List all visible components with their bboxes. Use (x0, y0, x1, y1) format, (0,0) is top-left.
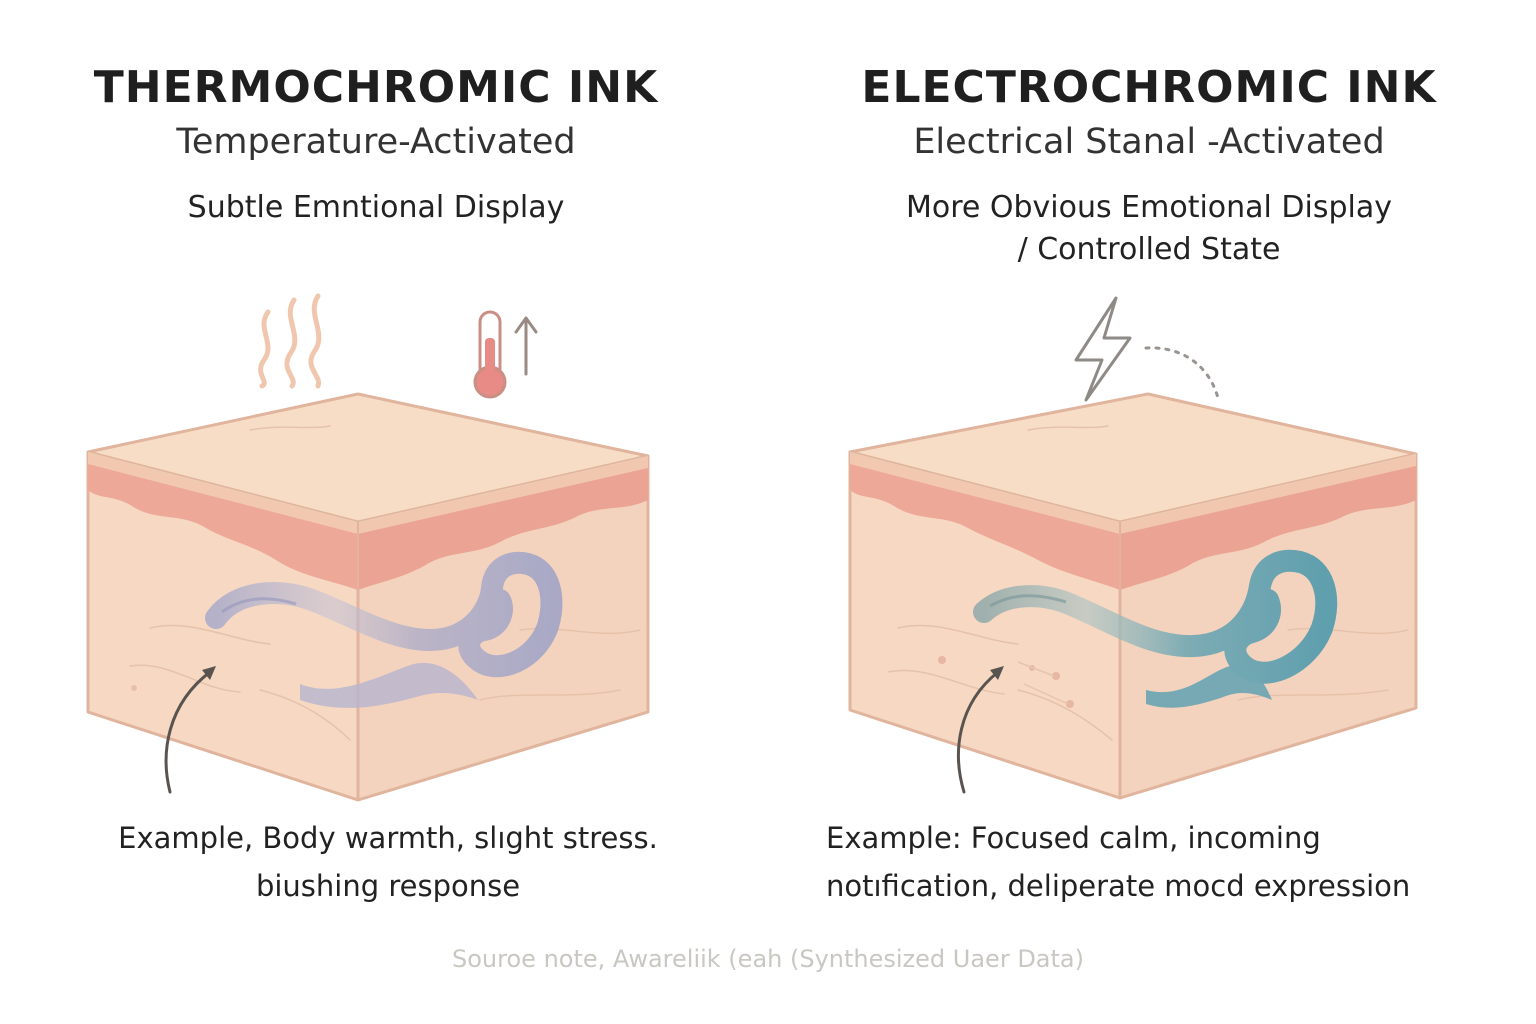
example-pointer-arrow (164, 666, 216, 794)
electrochromic-display-line-2: / Controlled State (1017, 232, 1281, 267)
thermometer-up-icon (473, 310, 538, 399)
thermochromic-ink-swirl (205, 551, 563, 708)
thermochromic-example: Example, Body warmth, slıght stress. biu… (0, 814, 776, 910)
source-note: Souroe note, Awareliik (eah (Synthesized… (452, 945, 1084, 973)
electrochromic-example-line-2: notıfication, deliperate mocd expression (826, 869, 1411, 903)
electrochromic-title: ELECTROCHROMIC INK (861, 62, 1437, 113)
thermochromic-title: THERMOCHROMIC INK (93, 62, 659, 113)
thermochromic-skin-diagram (86, 293, 650, 802)
electrochromic-display-label: More Obvious Emotional Display / Control… (765, 187, 1533, 271)
thermochromic-example-line-1: Example, Body warmth, slıght stress. (118, 821, 658, 855)
electrochromic-skin-diagram (848, 296, 1418, 800)
electrochromic-subtitle: Electrical Stanal -Activated (913, 122, 1385, 162)
heat-waves-icon (258, 293, 322, 389)
thermochromic-display-label: Subtle Emntional Display (187, 190, 565, 225)
thermochromic-subtitle: Temperature-Activated (176, 122, 576, 162)
electrochromic-example-line-1: Example: Focused calm, incoming (826, 821, 1321, 855)
thermochromic-panel: THERMOCHROMIC INK Temperature-Activated … (86, 62, 659, 903)
example-pointer-arrow (957, 666, 1004, 794)
electrochromic-panel: ELECTROCHROMIC INK Electrical Stanal -Ac… (768, 0, 1536, 1024)
thermochromic-example-line-2: biushing response (255, 869, 521, 903)
electrochromic-display-line-1: More Obvious Emotional Display (905, 190, 1393, 225)
electrochromic-ink-swirl (973, 549, 1338, 708)
skin-block (86, 392, 650, 802)
electrochromic-example: Example: Focused calm, incoming notıfica… (826, 814, 1526, 910)
